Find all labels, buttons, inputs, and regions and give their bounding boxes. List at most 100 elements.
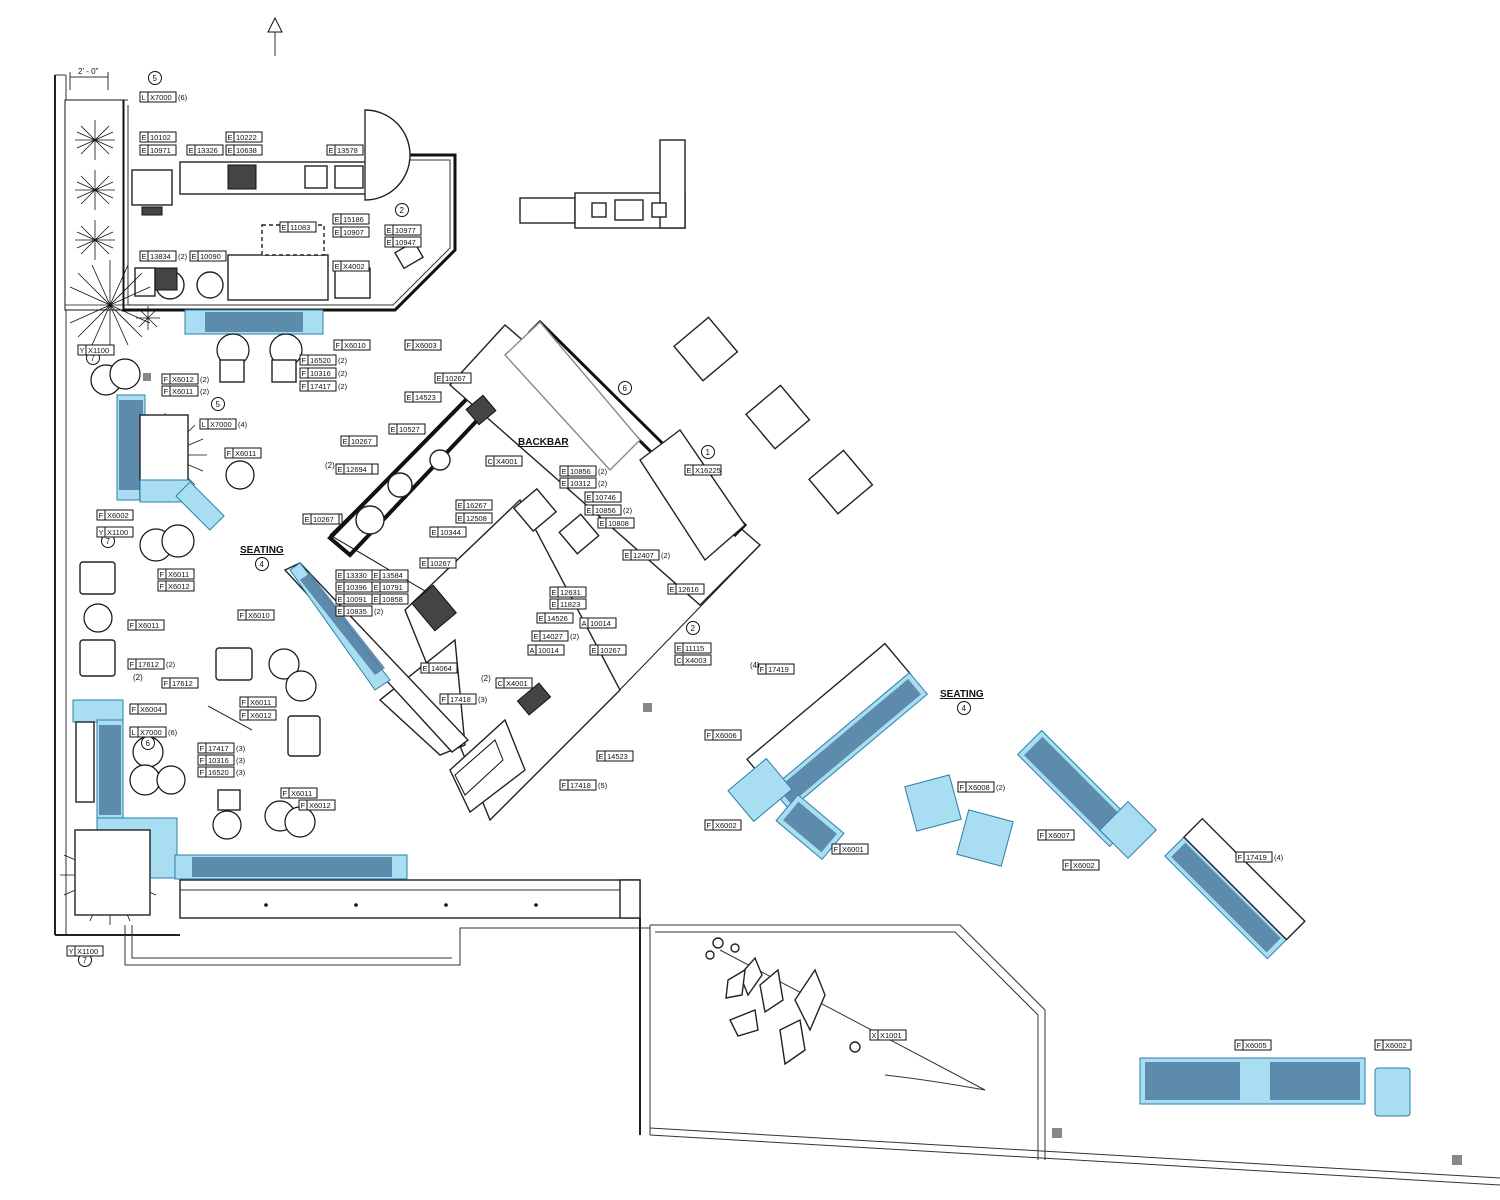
tag-prefix: F (1238, 853, 1243, 862)
tag-code: 12616 (678, 585, 699, 594)
tag-prefix: E (458, 501, 463, 510)
tag-code: 16267 (466, 501, 487, 510)
tag-code: 10856 (570, 467, 591, 476)
tag-prefix: F (242, 698, 247, 707)
tag-prefix: F (1040, 831, 1045, 840)
tag-quantity: (2) (570, 632, 580, 641)
tag-prefix: F (132, 705, 137, 714)
tag-code: X6010 (248, 611, 270, 620)
tag-prefix: E (562, 467, 567, 476)
tag-code: 12631 (560, 588, 581, 597)
tag-code: X1100 (107, 528, 128, 537)
tag-prefix: E (562, 479, 567, 488)
tag-code: X6007 (1048, 831, 1070, 840)
tag-code: 11823 (560, 600, 580, 609)
reference-number: 7 (83, 956, 88, 965)
tag-code: 10396 (346, 583, 367, 592)
tag-code: 17418 (570, 781, 591, 790)
tag-code: 10977 (395, 226, 416, 235)
tag-prefix: E (432, 528, 437, 537)
tag-prefix: E (142, 146, 147, 155)
left-tables-chairs (79, 333, 321, 840)
tag-prefix: F (283, 789, 288, 798)
tag-code: X6002 (1073, 861, 1095, 870)
tag-quantity: (4) (238, 420, 248, 429)
tag-prefix: E (387, 238, 392, 247)
tag-code: 12407 (633, 551, 654, 560)
tag-code: 10267 (430, 559, 451, 568)
tag-code: 10102 (150, 133, 171, 142)
tag-prefix: F (200, 756, 205, 765)
tag-code: 10267 (351, 437, 372, 446)
tag-code: 14526 (547, 614, 568, 623)
tag-prefix: E (142, 133, 147, 142)
tag-code: X6010 (344, 341, 366, 350)
reference-number: 6 (146, 739, 151, 748)
tag-code: 13584 (382, 571, 403, 580)
tag-code: X1100 (77, 947, 98, 956)
tag-quantity: (2) (200, 375, 210, 384)
courtyard-tree (705, 937, 986, 1091)
tag-prefix: F (442, 695, 447, 704)
tag-code: 14523 (415, 393, 436, 402)
tag-prefix: E (228, 133, 233, 142)
building-walls (54, 74, 1500, 1186)
reference-circle: 5 (148, 71, 162, 85)
left-banquettes (72, 309, 408, 916)
tag-quantity: (4) (1274, 853, 1284, 862)
dimension-line: 2' - 0" (69, 67, 109, 90)
tag-quantity: (6) (178, 93, 188, 102)
tag-quantity: (2) (598, 479, 608, 488)
tag-prefix: F (707, 821, 712, 830)
tag-prefix: E (407, 393, 412, 402)
prefix-quantity-label: (4) (750, 661, 760, 670)
tag-quantity: (2) (166, 660, 176, 669)
central-bar (283, 319, 762, 822)
tag-code: X6011 (168, 570, 189, 579)
tag-prefix: Y (69, 947, 74, 956)
tag-prefix: E (552, 600, 557, 609)
tag-prefix: E (552, 588, 557, 597)
tag-code: X6012 (172, 375, 194, 384)
tag-prefix: E (338, 465, 343, 474)
tag-code: 11115 (685, 644, 704, 653)
tag-prefix: F (834, 845, 839, 854)
tag-code: 13578 (337, 146, 358, 155)
tag-prefix: F (99, 511, 104, 520)
tag-prefix: E (587, 506, 592, 515)
tag-code: X7000 (150, 93, 172, 102)
tag-code: 10267 (445, 374, 466, 383)
tag-quantity: (3) (236, 768, 246, 777)
tag-code: X4003 (685, 656, 707, 665)
tag-code: 10527 (399, 425, 420, 434)
tag-quantity: (2) (338, 382, 348, 391)
tag-prefix: E (422, 559, 427, 568)
